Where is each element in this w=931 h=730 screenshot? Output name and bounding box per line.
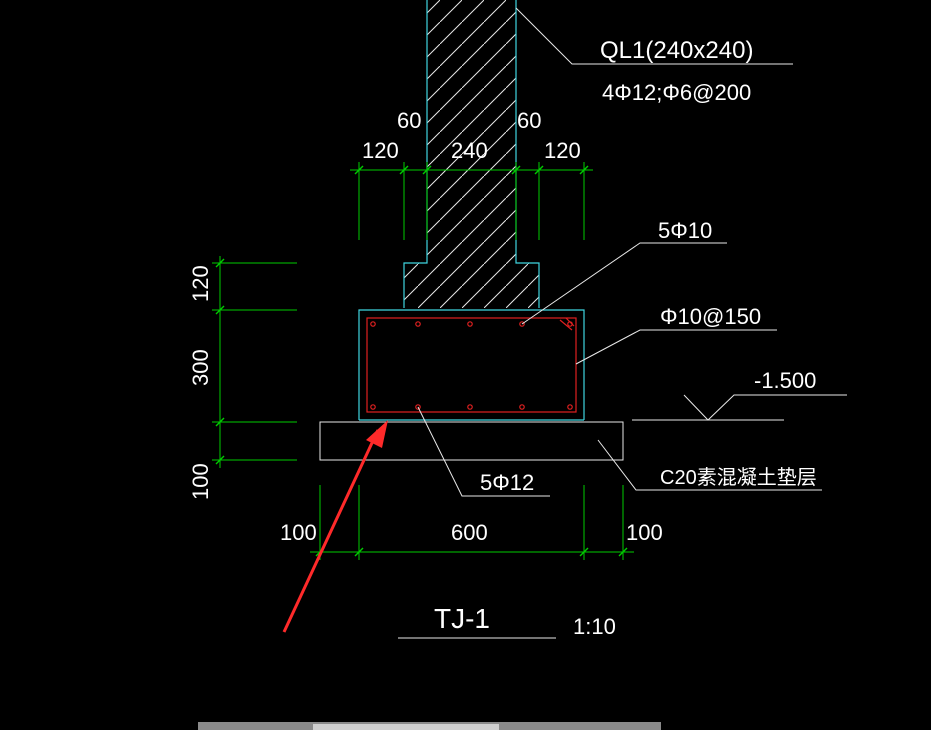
rebar-cage — [366, 317, 577, 413]
wall-section — [403, 0, 540, 308]
dimension-ticks — [215, 165, 628, 557]
dim-top-right: 120 — [544, 138, 581, 163]
top-bars — [370, 321, 573, 327]
dimensions — [212, 162, 634, 560]
footing-outline — [358, 309, 585, 421]
dim-bottom-left: 100 — [280, 520, 317, 545]
dim-top-mid: 240 — [451, 138, 488, 163]
leaders — [398, 7, 847, 639]
dim-bottom-mid: 600 — [451, 520, 488, 545]
scrollbar-thumb[interactable] — [313, 724, 499, 730]
cushion-layer — [319, 421, 624, 461]
stirrup-label: Φ10@150 — [660, 304, 761, 329]
dim-top-left: 120 — [362, 138, 399, 163]
horizontal-scrollbar[interactable] — [198, 722, 661, 730]
dim-left-mid: 300 — [188, 349, 213, 386]
drawing-title: TJ-1 — [434, 603, 490, 634]
cushion-label: C20素混凝土垫层 — [660, 466, 817, 489]
drawing-scale: 1:10 — [573, 614, 616, 639]
beam-name-label: QL1(240x240) — [600, 37, 753, 64]
dim-left-top: 120 — [188, 265, 213, 302]
top-rebar-label: 5Φ10 — [658, 218, 712, 243]
bottom-bars — [370, 404, 573, 410]
beam-rebar-label: 4Φ12;Φ6@200 — [602, 80, 751, 105]
bottom-rebar-label: 5Φ12 — [480, 470, 534, 495]
dim-offset-left: 60 — [397, 108, 421, 133]
red-arrow-annotation — [282, 420, 388, 633]
dim-offset-right: 60 — [517, 108, 541, 133]
dim-left-bot: 100 — [188, 463, 213, 500]
elevation-label: -1.500 — [754, 368, 816, 393]
dim-bottom-right: 100 — [626, 520, 663, 545]
